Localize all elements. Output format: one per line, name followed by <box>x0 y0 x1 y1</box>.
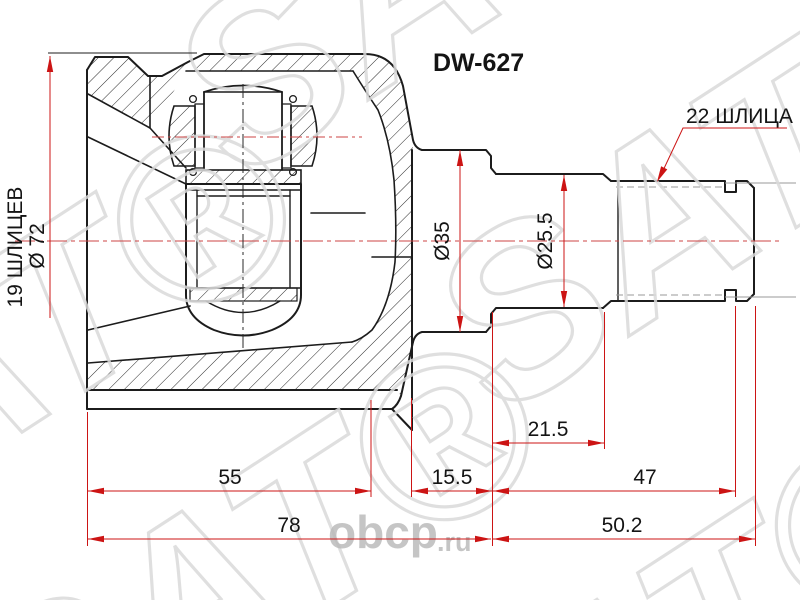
phantom-lines <box>616 182 796 298</box>
section-hatch-areas <box>87 54 413 396</box>
label-19-splines: 19 ШЛИЦЕВ <box>4 187 27 308</box>
part-number: DW-627 <box>433 49 524 77</box>
leader-22-splines <box>659 127 787 178</box>
sleeve-outline <box>185 183 302 337</box>
cavity-floor-line <box>87 341 353 364</box>
collar-top-edge <box>421 149 497 175</box>
trunnion-sides <box>203 91 283 171</box>
cup-bottom-slant <box>391 341 414 410</box>
shaft-neck-bottom <box>485 307 604 333</box>
needle-retainer-curl-br <box>288 167 298 177</box>
cavity-inner-wall <box>351 70 397 343</box>
dimension-layer <box>46 56 787 546</box>
collar-bottom-edge <box>412 331 487 343</box>
label-22-splines: 22 ШЛИЦА <box>686 105 793 128</box>
watermark-site-tld: .ru <box>437 527 472 557</box>
cup-top-profile <box>86 53 423 151</box>
watermark-site: obcp <box>328 506 438 558</box>
needle-strip-left <box>194 103 205 169</box>
dim-text-55: 55 <box>218 466 241 489</box>
spline-top <box>610 180 755 193</box>
dim-text-47: 47 <box>633 466 656 489</box>
dim-text-21-5: 21.5 <box>528 418 569 441</box>
spline-bottom <box>602 289 755 309</box>
roller-left-hatch <box>168 105 196 167</box>
label-dia-72: Ø 72 <box>26 223 49 269</box>
dim-text-78: 78 <box>277 514 300 537</box>
needle-strip-right <box>281 103 292 169</box>
annotation-text: DW-627 22 ШЛИЦА 19 ШЛИЦЕВ Ø 72 Ø35 Ø25.5… <box>4 49 793 537</box>
mouth-cone-lower <box>87 305 191 331</box>
dim-text-15-5: 15.5 <box>432 466 473 489</box>
centerlines <box>15 84 780 348</box>
shaft-neck-top <box>495 173 612 182</box>
mouth-cone-upper2 <box>87 136 187 185</box>
needle-retainer-curl-tl <box>188 94 198 104</box>
sleeve-bore-walls <box>196 189 291 289</box>
label-dia-35: Ø35 <box>431 221 454 261</box>
needle-retainer-curl-tr <box>288 94 298 104</box>
cup-top-wall-hatch <box>87 54 353 128</box>
dim-text-50-2: 50.2 <box>602 514 643 537</box>
part-outlines <box>86 53 755 431</box>
dimension-arrowheads <box>46 56 755 543</box>
boot-flare-slant <box>391 408 413 431</box>
cup-right-bottom-wall-hatch <box>88 54 413 396</box>
label-dia-25-5: Ø25.5 <box>534 212 557 269</box>
roller-right-hatch <box>290 105 318 167</box>
needle-retainer-curl-bl <box>188 167 198 177</box>
mouth-cone-upper1 <box>87 93 187 169</box>
